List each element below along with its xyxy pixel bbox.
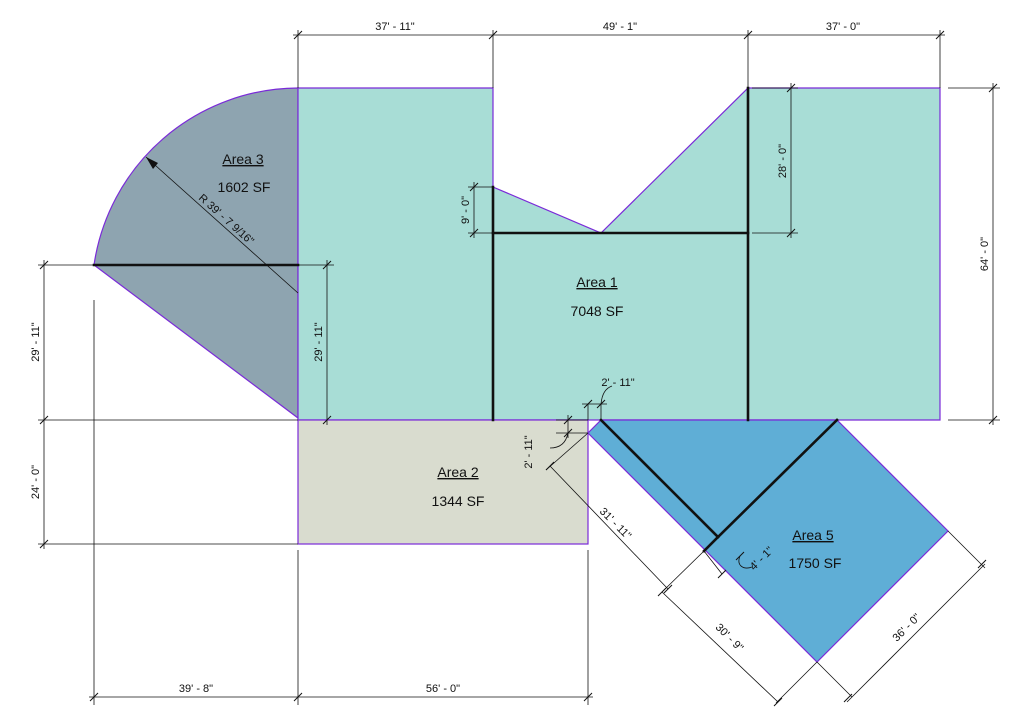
dim-bottom-left: 39' - 8" (179, 683, 213, 695)
area-2-sf: 1344 SF (432, 493, 485, 509)
area-2-region[interactable] (297, 419, 589, 545)
area-separation-lines (92, 86, 839, 553)
area-5-name: Area 5 (792, 527, 833, 543)
area-3-sf: 1602 SF (218, 179, 271, 195)
dim-small-top: 2' - 11" (601, 377, 634, 389)
dim-bottom-middle: 56' - 0" (426, 683, 460, 695)
area-1-sf: 7048 SF (571, 303, 624, 319)
dim-top-middle: 49' - 1" (603, 21, 637, 33)
area-3-name: Area 3 (222, 151, 263, 167)
area-3-region[interactable] (93, 87, 299, 420)
dim-right-height: 64' - 0" (979, 237, 991, 271)
area-5-sf: 1750 SF (789, 555, 842, 571)
area-1-region[interactable] (297, 87, 941, 421)
dim-top-left: 37' - 11" (375, 21, 415, 33)
dim-top-right: 37' - 0" (826, 21, 860, 33)
dimension-lines (38, 30, 1000, 707)
dim-small-left: 2' - 11" (523, 435, 535, 468)
dim-left-lower: 24' - 0" (30, 465, 42, 499)
area-1-name: Area 1 (576, 274, 617, 290)
dim-left-upper: 29' - 11" (30, 322, 42, 362)
dim-diagonal-right: 36' - 0" (891, 612, 924, 645)
dim-inner-notch: 9' - 0" (460, 196, 472, 224)
area-5-region[interactable] (587, 419, 949, 663)
dim-inner-left: 29' - 11" (313, 322, 325, 362)
dim-inner-right: 28' - 0" (777, 144, 789, 178)
dim-diagonal-bottom: 30' - 9" (713, 622, 746, 655)
area-2-name: Area 2 (437, 464, 478, 480)
dim-diagonal-long: 31' - 11" (597, 506, 633, 542)
